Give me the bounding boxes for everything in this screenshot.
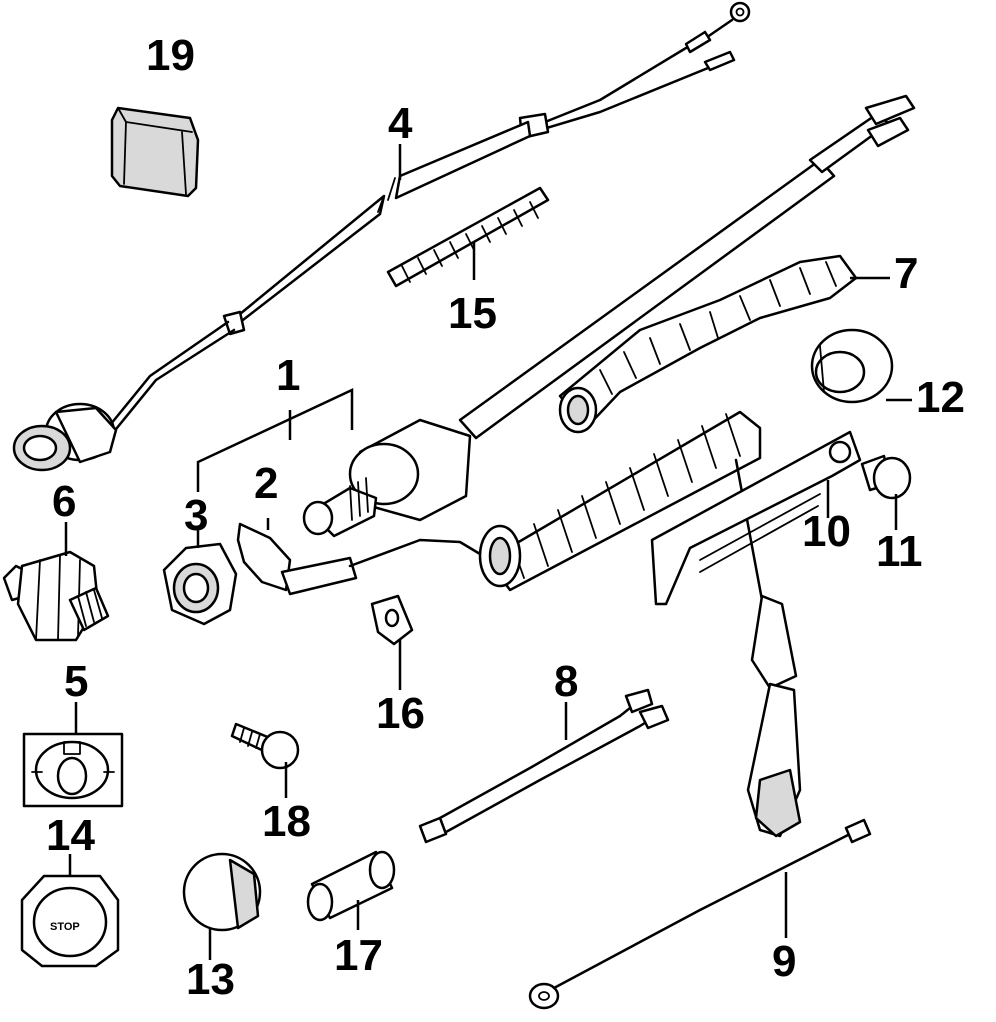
- callout-10: 10: [802, 507, 851, 556]
- callout-14: 14: [46, 811, 95, 860]
- callout-6: 6: [52, 477, 76, 526]
- callout-5: 5: [64, 657, 88, 706]
- callout-9: 9: [772, 937, 796, 986]
- leader-1: [196, 388, 354, 492]
- part-11-screw: [860, 454, 912, 500]
- lanyard-coil: [478, 410, 802, 838]
- part-1-switch-assembly: [302, 94, 916, 538]
- callout-17: 17: [334, 931, 383, 980]
- part-3-nut: [162, 542, 238, 626]
- callout-15: 15: [448, 289, 497, 338]
- part-18-bolt: [230, 722, 300, 770]
- part-19-grommet: [110, 106, 200, 198]
- callout-18: 18: [262, 797, 311, 846]
- part-7-corrugated-tube: [558, 254, 858, 434]
- part-13-cap: [182, 852, 262, 932]
- part-14-stop-button: STOP: [20, 874, 120, 968]
- callout-7: 7: [894, 249, 918, 298]
- callout-1: 1: [276, 351, 300, 400]
- callout-16: 16: [376, 689, 425, 738]
- part-12-grommet: [810, 328, 894, 404]
- part-15-spiral-tube: [386, 186, 550, 288]
- part-2-lanyard-clip: [236, 522, 492, 596]
- part-16-washer: [370, 594, 414, 646]
- leader-lines: [64, 144, 912, 960]
- part-10-bracket: [650, 430, 862, 606]
- part-17-sleeve: [306, 850, 396, 922]
- callout-11: 11: [876, 527, 923, 576]
- callout-4: 4: [388, 99, 413, 148]
- callout-3: 3: [184, 491, 208, 540]
- callout-numbers: 19 4 15 7 12 1 2 3 6 10 11 16 8 5 18 14 …: [46, 31, 965, 1004]
- callout-12: 12: [916, 373, 965, 422]
- part-6-switch: [2, 550, 110, 642]
- part-4-harness: [12, 1, 751, 472]
- part-9-ground-wire: [528, 818, 872, 1010]
- callout-13: 13: [186, 955, 235, 1004]
- part-8-wire-lead: [418, 688, 670, 844]
- callout-19: 19: [146, 31, 195, 80]
- stop-decal-text: STOP: [50, 921, 80, 933]
- callout-2: 2: [254, 459, 278, 508]
- part-5-plate: [22, 732, 124, 808]
- callout-8: 8: [554, 657, 578, 706]
